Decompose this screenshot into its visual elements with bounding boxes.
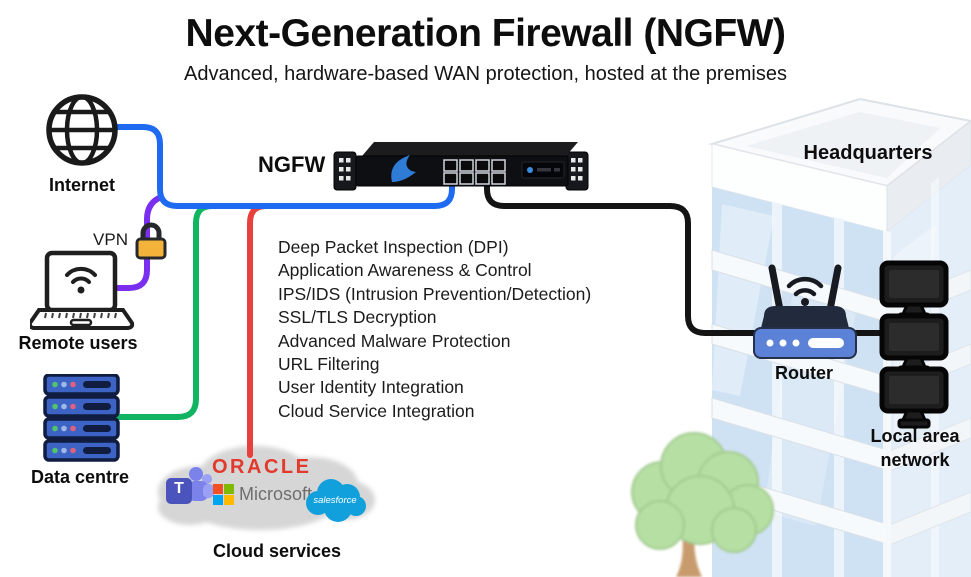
- feature-item: Application Awareness & Control: [278, 260, 532, 281]
- page-title: Next-Generation Firewall (NGFW): [185, 12, 786, 55]
- data-centre-server-icon: [43, 374, 120, 462]
- microsoft-squares-icon: [213, 484, 234, 505]
- salesforce-logo: salesforce: [303, 478, 367, 524]
- monitor-icon: [879, 366, 949, 429]
- feature-item: Cloud Service Integration: [278, 400, 475, 421]
- internet-globe-icon: [46, 94, 118, 166]
- ngfw-appliance-icon: [333, 142, 589, 191]
- link-ngfw-router: [484, 179, 757, 336]
- microsoft-logo: Microsoft: [213, 484, 312, 505]
- teams-initial: T: [174, 480, 184, 497]
- vpn-lock-icon: [135, 222, 167, 260]
- data-centre-label: Data centre: [30, 467, 130, 487]
- salesforce-wordmark: salesforce: [313, 495, 357, 506]
- router-label: Router: [775, 363, 833, 383]
- monitor-icon: [879, 313, 949, 376]
- monitor-icon: [879, 260, 949, 323]
- remote-users-label: Remote users: [18, 333, 138, 353]
- local-area-network-label: Local area network: [870, 426, 960, 470]
- tree-icon: [631, 432, 774, 577]
- feature-item: IPS/IDS (Intrusion Prevention/Detection): [278, 283, 592, 304]
- internet-label: Internet: [48, 175, 115, 195]
- page-subtitle: Advanced, hardware-based WAN protection,…: [184, 63, 787, 85]
- feature-item: User Identity Integration: [278, 377, 464, 398]
- link-internet-ngfw: [111, 124, 455, 209]
- feature-item: SSL/TLS Decryption: [278, 307, 437, 328]
- microsoft-wordmark: Microsoft: [239, 484, 313, 504]
- feature-item: URL Filtering: [278, 354, 380, 375]
- link-ngfw-vpn-remote: [109, 194, 164, 291]
- ngfw-feature-list: Deep Packet Inspection (DPI) Application…: [278, 236, 688, 423]
- router-icon: [753, 264, 857, 359]
- teams-logo: T: [165, 466, 215, 512]
- vpn-label: VPN: [93, 230, 128, 249]
- oracle-logo: ORACLE: [212, 456, 312, 478]
- remote-users-laptop-icon: [30, 250, 135, 330]
- feature-item: Deep Packet Inspection (DPI): [278, 237, 509, 257]
- link-ngfw-cloud: [247, 203, 269, 458]
- headquarters-label: Headquarters: [803, 142, 933, 164]
- ngfw-label: NGFW: [258, 152, 326, 177]
- feature-item: Advanced Malware Protection: [278, 330, 511, 351]
- lan-monitors-icon: [879, 260, 949, 429]
- cloud-services-label: Cloud services: [212, 541, 342, 561]
